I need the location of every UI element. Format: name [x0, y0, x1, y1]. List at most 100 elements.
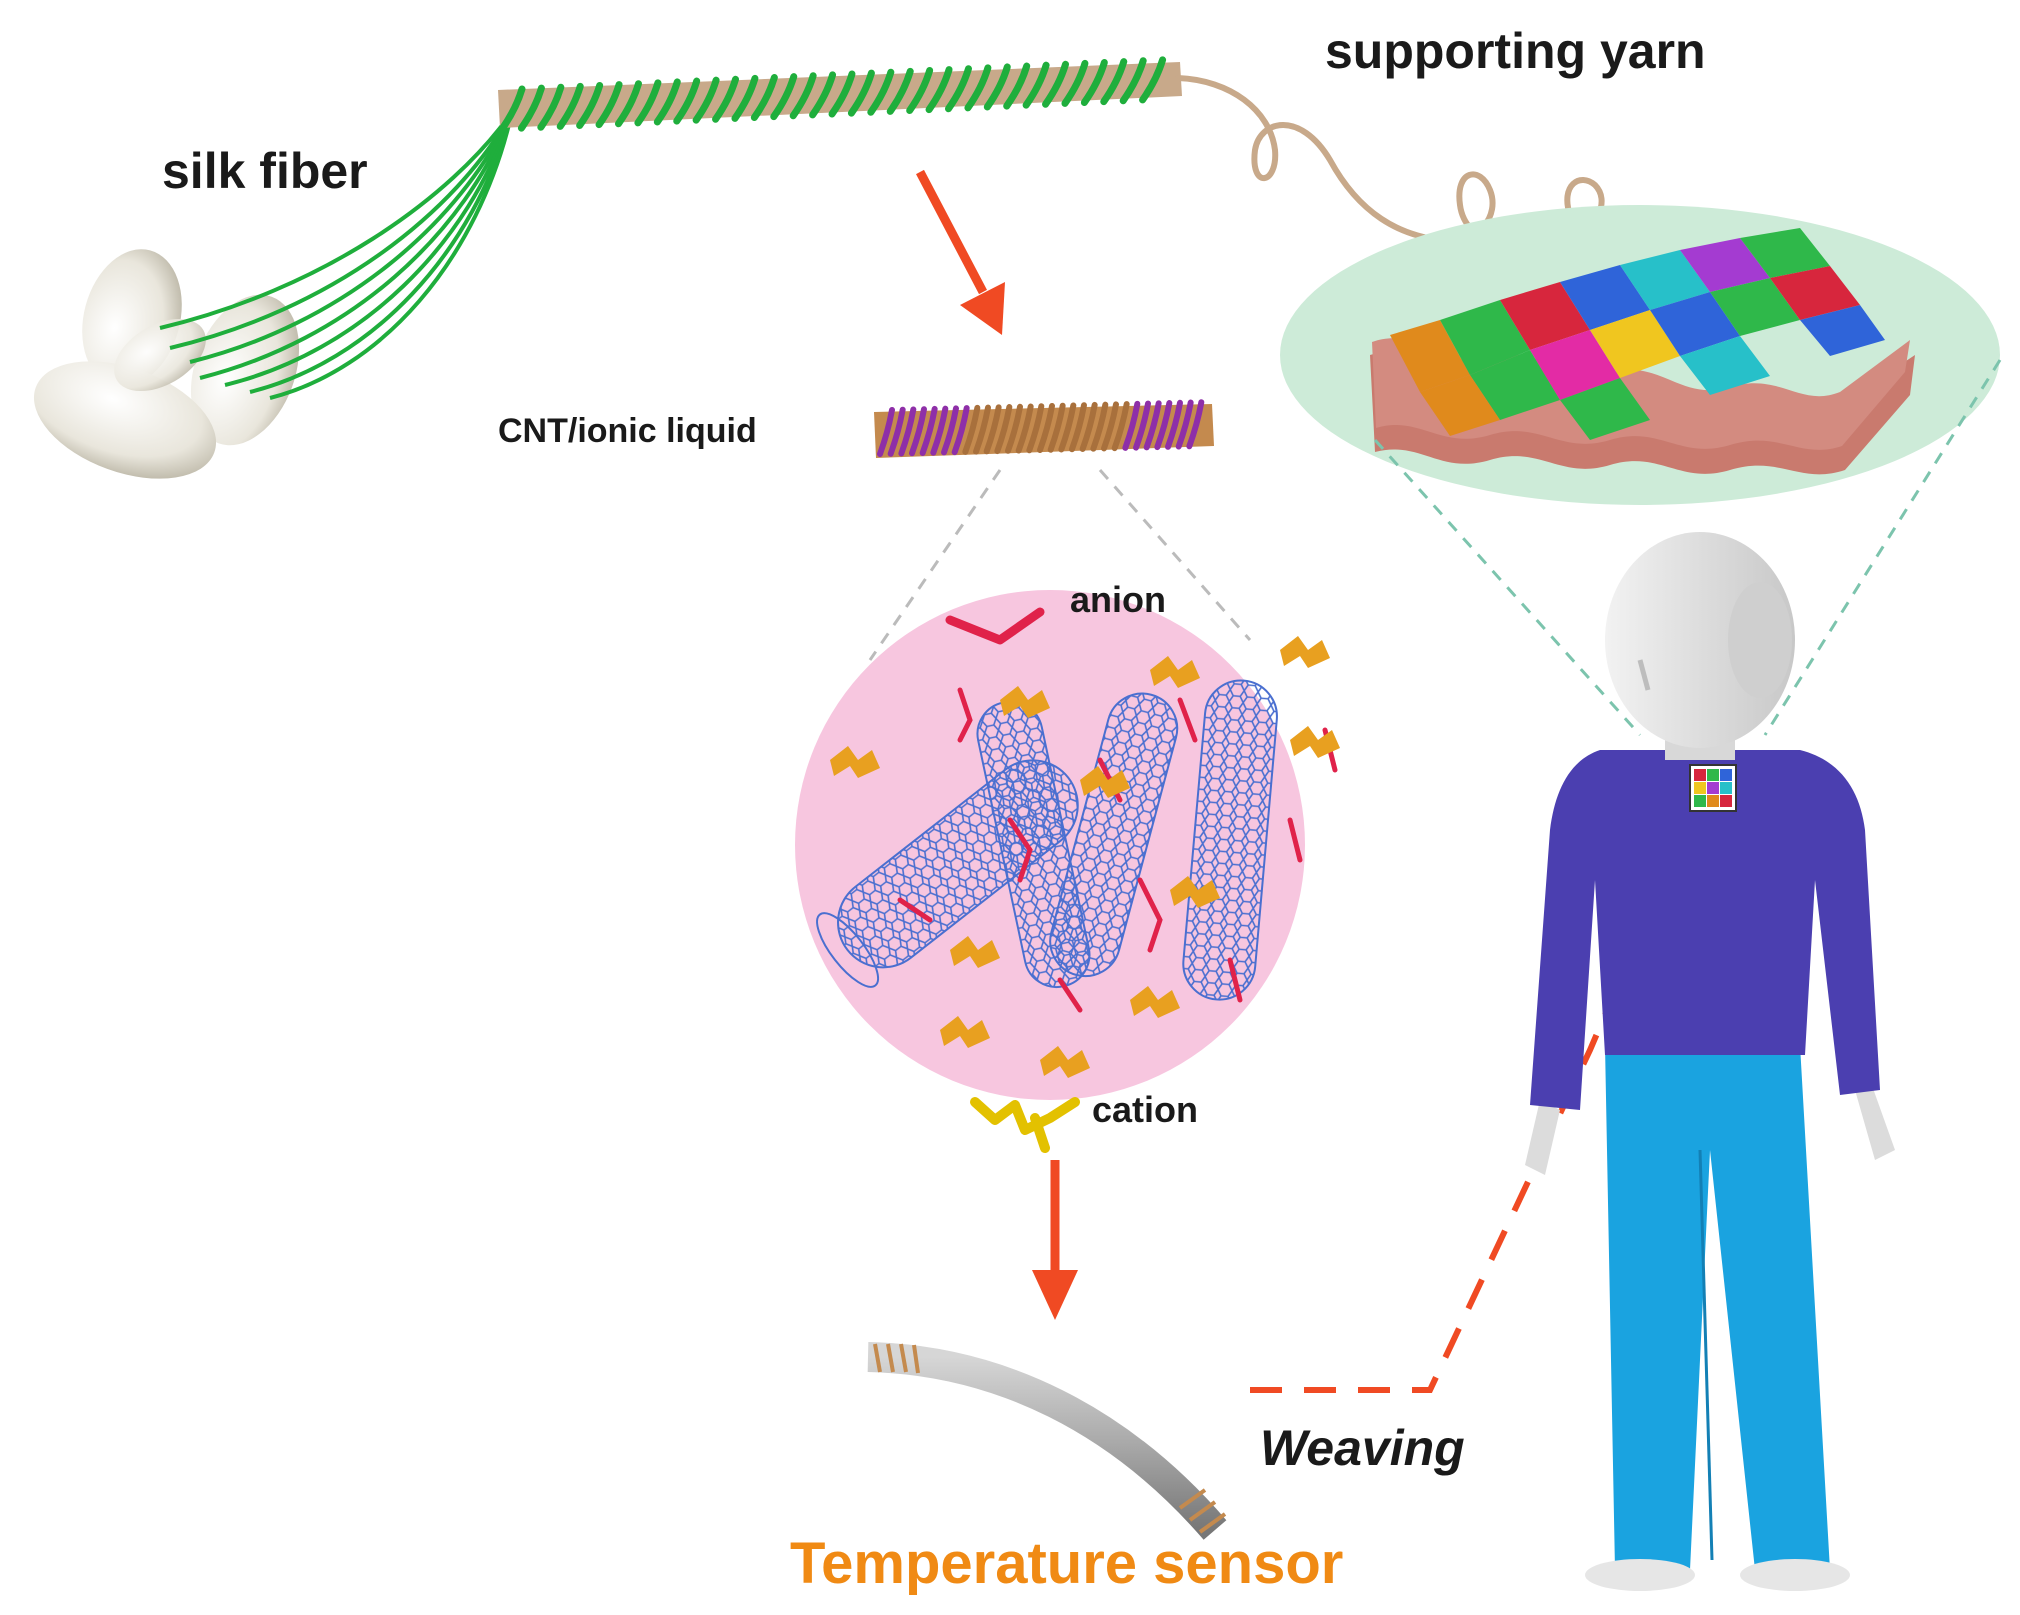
- zoom-line: [1763, 359, 2002, 736]
- cnt-wrapped-fiber: [874, 399, 1214, 458]
- fiber-wrap-segment: [919, 405, 938, 456]
- yarn-wrap-segment: [789, 72, 817, 120]
- supporting-yarn-label: supporting yarn: [1325, 23, 1706, 79]
- fabric-weft: [1740, 228, 1830, 278]
- cocoon: [114, 318, 206, 392]
- yarn-wrap-segment: [614, 80, 642, 128]
- fabric-weft: [1560, 265, 1650, 330]
- fabric-weft: [1680, 336, 1770, 395]
- fabric-weft: [1800, 305, 1885, 356]
- silk-strand: [169, 111, 514, 350]
- arrow-head: [1032, 1270, 1078, 1320]
- zoom-line: [868, 469, 1002, 661]
- yarn-wrap-segment: [576, 81, 604, 129]
- yarn-wrap-segment: [1100, 58, 1128, 106]
- yarn-wrap-segment: [1139, 56, 1167, 104]
- fiber-wrap-segment: [930, 405, 949, 456]
- nanotube: [1049, 692, 1179, 978]
- hand-right: [1855, 1080, 1895, 1160]
- fiber-wrap-segment: [1047, 402, 1066, 453]
- head: [1605, 532, 1795, 748]
- fiber-wrap-segment: [994, 404, 1013, 455]
- fabric-weft: [1680, 238, 1770, 292]
- fiber-wrap-segment: [909, 406, 927, 457]
- fiber-wrap-segment: [1058, 402, 1077, 453]
- yarn-wrap-segment: [828, 70, 856, 118]
- yarn-wrap-segment: [964, 64, 992, 112]
- yarn-wrap-segment: [537, 83, 565, 131]
- yarn-wrap-segment: [925, 66, 953, 114]
- fiber-wrap-segment: [877, 407, 895, 457]
- fabric-weft: [1530, 330, 1620, 400]
- yarn-wrap-segment: [809, 71, 837, 119]
- fiber-wrap-segment: [1079, 401, 1098, 452]
- silk-fiber-label: silk fiber: [162, 143, 368, 199]
- cocoon: [33, 361, 217, 479]
- fiber-wrap-segment: [887, 406, 906, 457]
- silk-strand: [249, 111, 514, 394]
- fiber-wrap-segment: [1111, 401, 1130, 452]
- shoe-right: [1740, 1559, 1850, 1591]
- anion-label: anion: [1070, 579, 1166, 620]
- fabric-weft: [1500, 282, 1590, 350]
- yarn-wrap-segment: [673, 77, 701, 125]
- cation-icon-stem: [1030, 1113, 1050, 1153]
- sensor-body: [867, 1342, 1227, 1540]
- fiber-wraps: [877, 399, 1205, 457]
- fabric-weft: [1620, 250, 1710, 310]
- yarn-wrap-segment: [886, 67, 914, 115]
- fabric-magnified-view: [1280, 205, 2000, 505]
- fabric-weft: [1650, 292, 1740, 356]
- fiber-wrap-segment: [1005, 403, 1023, 454]
- chest-sensor-patch: [1689, 764, 1737, 812]
- nose: [1637, 659, 1651, 691]
- silk-strand: [189, 111, 514, 364]
- anion-icon: [945, 607, 1045, 645]
- fabric-weft: [1470, 350, 1560, 420]
- cation-particles: [830, 636, 1340, 1078]
- silk-strand: [269, 111, 514, 400]
- yarn-wrap-segment: [653, 78, 681, 126]
- yarn-wrap-segment: [692, 76, 720, 124]
- yarn-wrap-segment: [1080, 59, 1108, 107]
- fiber-wrap-segment: [1069, 402, 1087, 453]
- cnt-ionic-liquid-label: CNT/ionic liquid: [498, 412, 757, 450]
- fiber-wrap-segment: [1154, 400, 1173, 451]
- yarn-wrap-segment: [731, 74, 759, 122]
- fiber-wrap-segment: [1090, 401, 1109, 452]
- fiber-wrap-segment: [1037, 403, 1055, 453]
- ear: [1728, 582, 1792, 698]
- fabric-weft: [1440, 300, 1530, 375]
- yarn-wrap-segment: [556, 82, 584, 130]
- silk-strand: [159, 110, 514, 330]
- yarn-wrap-segment: [1003, 62, 1031, 110]
- silk-strand: [224, 111, 514, 387]
- fiber-wrap-segment: [962, 404, 981, 455]
- fabric-zoom-lines: [1373, 359, 2002, 737]
- silk-fibers: [159, 110, 514, 400]
- silk-strand: [199, 111, 514, 380]
- weaving-label: Weaving: [1260, 1420, 1465, 1476]
- yarn-wrap-segment: [750, 74, 778, 122]
- human-figure: [1525, 532, 1895, 1591]
- hand-left: [1525, 1100, 1560, 1175]
- fiber-wrap-segment: [1133, 400, 1151, 451]
- shirt: [1530, 750, 1880, 1110]
- carbon-nanotubes: [816, 679, 1278, 1001]
- yarn-wrap-segment: [595, 81, 623, 129]
- yarn-wrap-segment: [712, 75, 740, 123]
- fabric-weft: [1710, 278, 1800, 336]
- fiber-wrap-segment: [1143, 400, 1162, 451]
- fabric-weft: [1420, 375, 1500, 436]
- silk-cocoons: [33, 249, 300, 479]
- arrow-down-top: [916, 169, 1005, 335]
- arrow-shaft: [916, 169, 987, 295]
- cnt-magnified-view: [795, 590, 1340, 1100]
- woven-fabric: [1370, 228, 1915, 475]
- yarn-wrap-segment: [770, 73, 798, 121]
- fiber-wrap-segment: [973, 404, 991, 455]
- fiber-wrap-segment: [1015, 403, 1034, 454]
- yarn-wrap-segment: [983, 63, 1011, 111]
- shoe-left: [1585, 1559, 1695, 1591]
